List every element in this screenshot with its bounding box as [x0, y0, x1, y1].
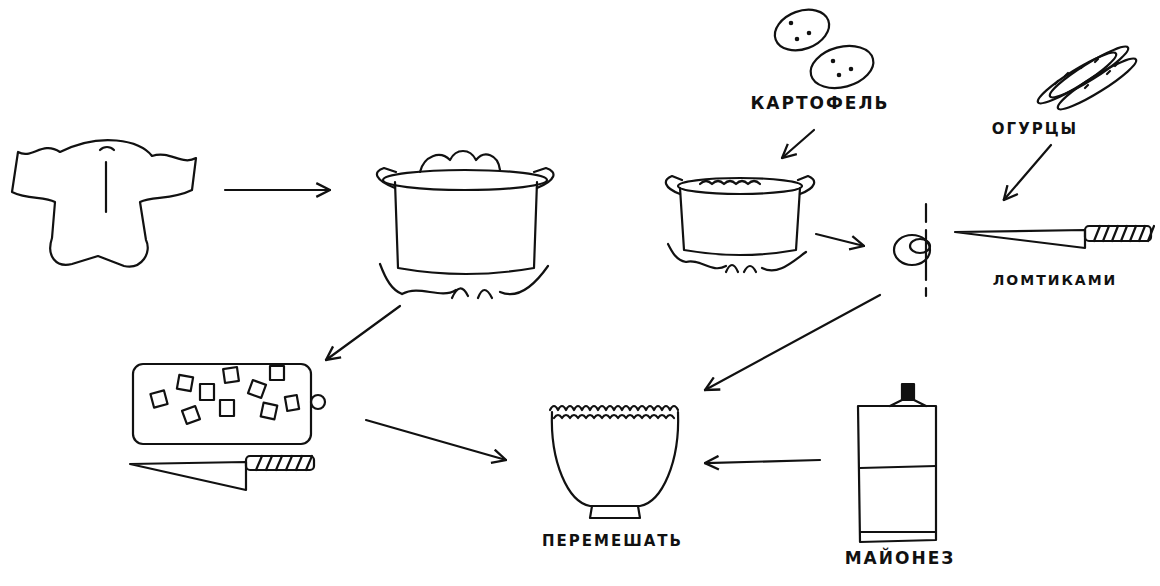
potato [769, 3, 835, 58]
knife-handle [246, 456, 314, 470]
cucumber [1034, 47, 1120, 109]
node-label: КАРТОФЕЛЬ [725, 93, 915, 113]
chicken-cube [182, 406, 200, 424]
bowl-rim [550, 406, 678, 410]
chicken-cube [248, 380, 266, 398]
cucumber-spike [1085, 85, 1088, 88]
illustrated-node: ПЕРЕМЕШАТЬ [520, 390, 705, 560]
tube-level [860, 466, 936, 468]
flow-arrow [705, 295, 880, 390]
cutting-group [894, 204, 1154, 296]
pot-rim [678, 178, 802, 194]
potato-eye [838, 74, 840, 76]
pot-contents [420, 151, 500, 172]
chicken-seam [105, 162, 107, 212]
chicken-cube [270, 366, 284, 380]
pot-handles [377, 168, 554, 188]
pot-body [395, 182, 537, 274]
chicken-neck [100, 147, 114, 150]
chicken-cube [150, 390, 167, 407]
pot-handles [666, 176, 814, 194]
fire [380, 264, 548, 298]
potato [806, 39, 878, 94]
cucumbers-group [1034, 41, 1140, 115]
flow-arrow [366, 420, 506, 460]
cut-line [925, 204, 927, 296]
flow-arrow [225, 189, 330, 191]
potatoes-group [769, 3, 878, 95]
bowl-contents [554, 415, 674, 418]
flow-arrow [816, 234, 864, 246]
potato-eye [790, 22, 792, 24]
potato-eye [796, 38, 798, 40]
chicken-cube [261, 403, 278, 420]
bowl-body [552, 412, 678, 506]
potato-eye [832, 60, 834, 62]
node-label: МАЙОНЕЗ [820, 548, 980, 568]
tube-crimp [860, 531, 936, 533]
knife-blade [130, 462, 246, 490]
flow-arrow [782, 130, 814, 158]
fire [668, 244, 806, 272]
cucumber-spike [1107, 71, 1110, 74]
chicken-cube [223, 367, 239, 383]
cucumber-spike [1095, 59, 1098, 62]
tube-body [858, 406, 936, 542]
cucumber [1046, 41, 1132, 103]
bowl-foot [590, 506, 640, 518]
bowl-group [550, 406, 678, 518]
node-label: ЛОМТИКАМИ [965, 272, 1145, 289]
potato-eye [808, 32, 810, 34]
flow-arrow [1004, 145, 1051, 200]
cucumber-spike [1115, 63, 1118, 66]
potato-eye [850, 68, 852, 70]
chicken-cube [200, 384, 214, 400]
node-label: ОГУРЦЫ [985, 120, 1085, 138]
cucumber-spike [1081, 65, 1084, 68]
pot-contents [700, 181, 760, 184]
handle-hatch [1094, 226, 1154, 241]
cutting-board [133, 364, 311, 444]
cucumber-spike [1065, 73, 1068, 76]
illustrated-node: КАРТОФЕЛЬ [725, 5, 915, 120]
chicken-cube [220, 400, 234, 416]
pot-body [680, 188, 800, 255]
board-handle [311, 395, 325, 409]
illustrated-node: ЛОМТИКАМИ [880, 200, 1155, 300]
chicken-cube [285, 395, 299, 411]
handle-hatch [256, 456, 312, 470]
sketch-group [12, 130, 864, 490]
knife-blade [955, 230, 1085, 248]
tube-cap [902, 384, 914, 400]
pot-rim [383, 170, 547, 190]
connector-layer [705, 145, 1051, 463]
chicken-cube [177, 375, 193, 391]
cucumber-spike [1055, 81, 1058, 84]
flow-arrow [705, 460, 820, 463]
node-outline [820, 382, 980, 577]
chicken [12, 140, 196, 266]
illustrated-node: ОГУРЦЫ [985, 40, 1150, 145]
mayonnaise-group [858, 384, 936, 542]
cucumber [1054, 53, 1140, 115]
node-label: ПЕРЕМЕШАТЬ [520, 532, 705, 550]
flow-arrow [326, 306, 400, 360]
illustrated-node: МАЙОНЕЗ [820, 382, 980, 577]
sliced-item [894, 235, 930, 265]
